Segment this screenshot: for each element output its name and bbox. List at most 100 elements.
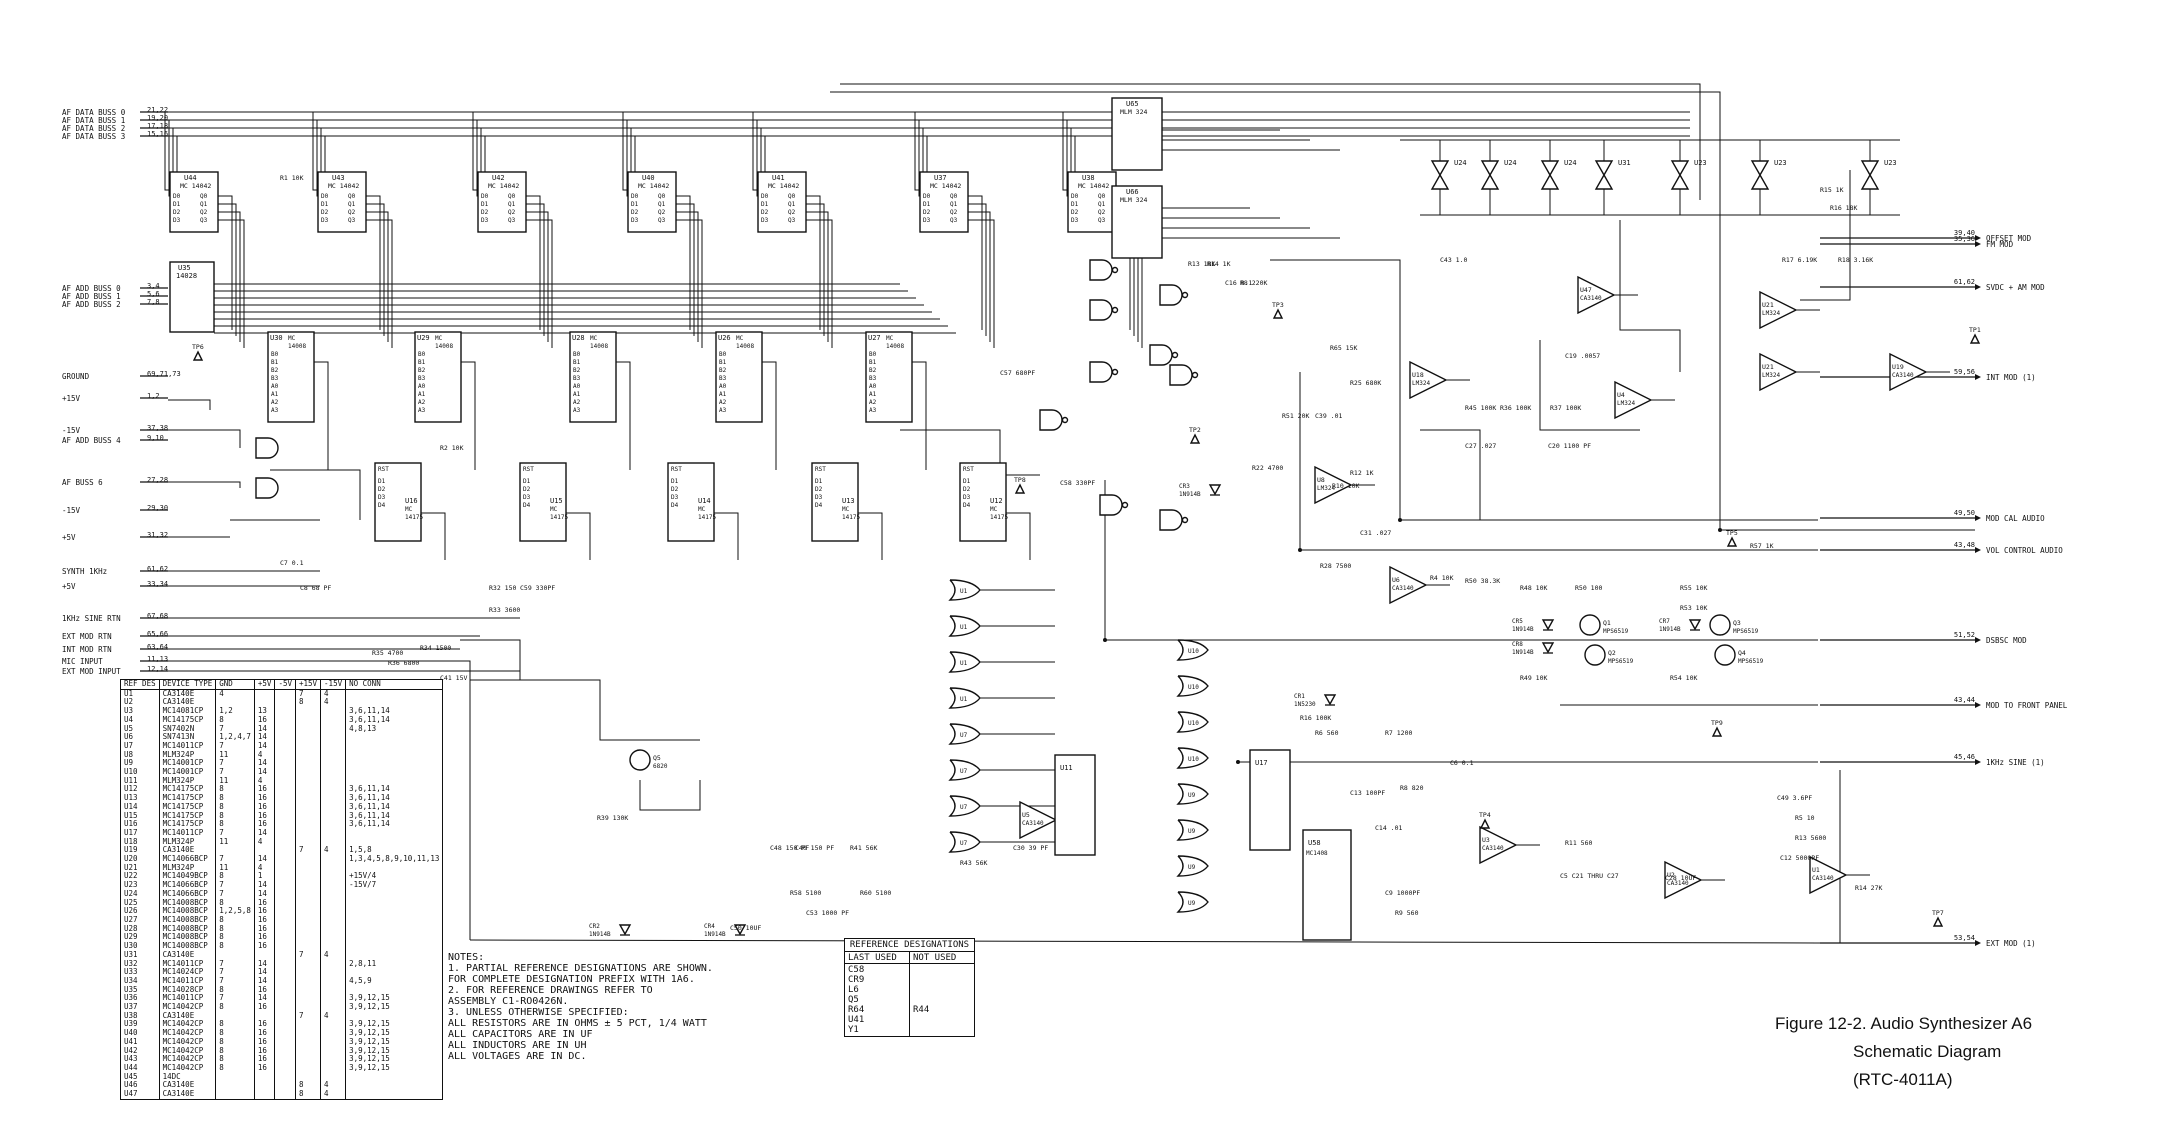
dac-part: MC1408 <box>1306 850 1328 857</box>
pin-label: B2 <box>869 367 877 374</box>
input-label: -15V <box>62 426 81 435</box>
pin-label: D4 <box>378 502 386 509</box>
parts-table-cell: 4 <box>320 1089 347 1099</box>
notes-lines: 1. PARTIAL REFERENCE DESIGNATIONS ARE SH… <box>448 963 713 1062</box>
parts-table-cell <box>346 1081 443 1090</box>
resistor-label: R41 56K <box>850 844 877 852</box>
refdes-last-used-item: CR9 <box>848 975 865 985</box>
parts-table-cell: U6 <box>121 733 160 742</box>
parts-table-cell: CA3140E <box>159 698 217 708</box>
input-label: EXT MOD INPUT <box>62 667 121 676</box>
pin-label: D1 <box>523 478 531 485</box>
counter-ref: U29 <box>417 334 430 342</box>
test-point <box>1726 536 1738 547</box>
parts-table-cell: 3,6,11,14 <box>349 819 390 829</box>
register-ref: U13 <box>842 497 855 505</box>
capacitor-label: C57 680PF <box>1000 369 1035 377</box>
register-ic <box>667 462 715 542</box>
parts-table-cell: 1,3,4,5,8,9,10,11,13 <box>349 854 440 864</box>
junction-dot <box>1236 760 1240 764</box>
pin-label: MC <box>698 506 706 513</box>
resistor-label: R65 15K <box>1330 344 1357 352</box>
parts-table-cell: MC14008BCP <box>159 941 217 951</box>
parts-table-cell <box>295 1072 322 1082</box>
refdes-not-used-item <box>913 1015 971 1025</box>
counter-part: 14008 <box>886 343 904 350</box>
inverter-bubble <box>1181 291 1189 299</box>
pin-label: B2 <box>573 367 581 374</box>
parts-table-cell: MC14008BCP <box>159 933 217 943</box>
parts-table-cell: 4 <box>320 1081 347 1091</box>
resistor-label: R45 100K <box>1465 404 1496 412</box>
parts-table-cell <box>320 907 347 916</box>
counter-ref: U28 <box>572 334 585 342</box>
parts-table-cell: U2 <box>121 698 160 708</box>
parts-table-cell: 3,9,12,15 <box>349 993 390 1003</box>
pin-label: D3 <box>963 494 971 501</box>
xor-gate <box>948 723 981 745</box>
latch-ref: U40 <box>642 174 655 182</box>
parts-table-cell <box>295 733 322 742</box>
pin-label: Q2 <box>508 209 516 216</box>
parts-table-cell <box>274 802 296 812</box>
parts-table-cell: 16 <box>254 793 276 803</box>
parts-table-cell: U32 <box>121 959 160 969</box>
parts-table-cell: 3,6,11,14 <box>349 801 390 811</box>
diode-ref: CR2 <box>589 923 600 930</box>
parts-table-cell <box>346 1073 443 1082</box>
latch-part: MC 14042 <box>768 182 799 190</box>
parts-table-cell: MC14042CP <box>159 1020 217 1030</box>
parts-table-cell <box>274 733 296 742</box>
resistor-label: R43 56K <box>960 859 987 867</box>
parts-table-cell <box>274 942 296 951</box>
pin-label: D0 <box>631 193 639 200</box>
output-label: SVDC + AM MOD <box>1986 283 2045 292</box>
register-part: 14175 <box>842 514 860 521</box>
inverter-bubble <box>1111 368 1119 376</box>
parts-table-cell: MC14042CP <box>159 1046 217 1056</box>
notes-line: ALL CAPACITORS ARE IN UF <box>448 1029 593 1040</box>
parts-table-cell: U39 <box>121 1020 160 1030</box>
ram-ref: U66 <box>1126 188 1139 196</box>
latch-ref: U42 <box>492 174 505 182</box>
resistor-label: R51 20K <box>1282 412 1309 420</box>
parts-table-cell: MC14001CP <box>159 759 217 769</box>
parts-table-cell: 16 <box>254 933 276 943</box>
parts-table-cell: 16 <box>254 1020 276 1030</box>
pin-label: Q0 <box>348 193 356 200</box>
dac-ref: U58 <box>1308 839 1321 847</box>
refdes-last-used-header: LAST USED <box>845 953 909 964</box>
test-point-label: TP6 <box>192 343 204 351</box>
parts-table-cell <box>320 1046 347 1056</box>
resistor-label: R48 10K <box>1520 584 1547 592</box>
parts-table-cell: U28 <box>121 924 160 934</box>
parts-table-cell <box>320 820 347 829</box>
parts-table-cell: 16 <box>254 915 276 925</box>
pin-label: D2 <box>1071 209 1079 216</box>
xor-gate <box>1176 747 1209 769</box>
resistor-label: R33 3600 <box>489 606 520 614</box>
counter-ref: U26 <box>718 334 731 342</box>
parts-table-cell <box>295 872 322 882</box>
input-pin-number: 29,30 <box>147 504 168 512</box>
pin-label: RST <box>963 466 974 473</box>
capacitor-label: C43 1.0 <box>1440 256 1467 264</box>
latch-ref: U37 <box>934 174 947 182</box>
resistor-label: R2 10K <box>440 444 464 452</box>
parts-table-cell <box>320 985 347 995</box>
capacitor-label: C31 .027 <box>1360 529 1391 537</box>
parts-table-cell <box>274 968 296 977</box>
latch-part: MC 14042 <box>638 182 669 190</box>
pin-label: MC <box>405 506 413 513</box>
opamp-part: CA3140 <box>1667 880 1689 887</box>
diode-ref: CR7 <box>1659 618 1670 625</box>
inverter-bubble <box>1061 416 1069 424</box>
resistor-label: R37 100K <box>1550 404 1581 412</box>
figure-code: (RTC-4011A) <box>1853 1070 1953 1089</box>
wire <box>806 203 825 336</box>
wire <box>461 361 476 470</box>
transistor-part: 6820 <box>653 763 668 770</box>
